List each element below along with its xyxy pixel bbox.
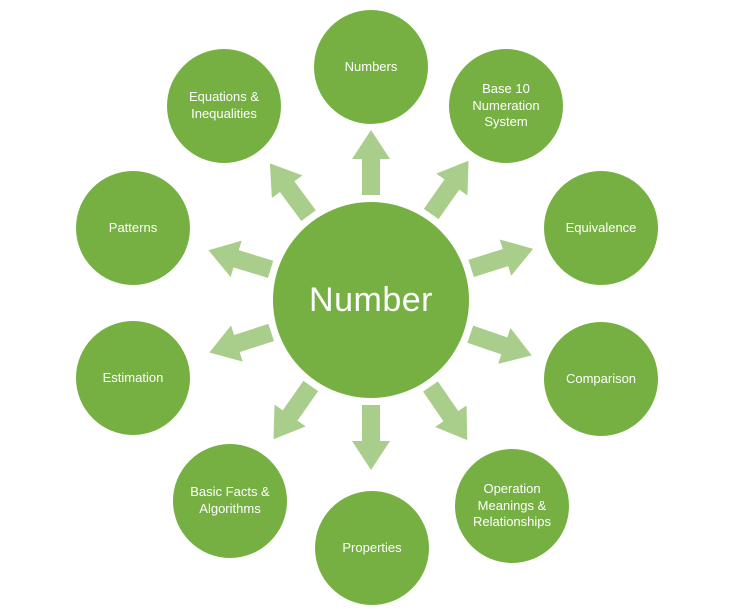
node-comparison: Comparison xyxy=(544,322,658,436)
node-estimation: Estimation xyxy=(76,321,190,435)
arrow-to-estimation-icon xyxy=(209,323,274,362)
arrow-to-basicfacts-icon xyxy=(273,380,319,440)
arrow-to-patterns-icon xyxy=(208,240,274,278)
node-properties: Properties xyxy=(315,491,429,605)
node-label: Equivalence xyxy=(565,219,637,235)
node-label: Equations & Inequalities xyxy=(188,89,260,121)
node-equations-inequalities: Equations & Inequalities xyxy=(167,49,281,163)
node-label: Base 10 Numeration System xyxy=(472,80,540,130)
node-label: Numbers xyxy=(344,58,398,74)
node-label: Patterns xyxy=(108,219,158,235)
node-numbers: Numbers xyxy=(314,10,428,124)
node-label: Operation Meanings & Relationships xyxy=(472,480,552,530)
arrow-to-properties-icon xyxy=(352,405,390,470)
arrow-to-numbers-icon xyxy=(352,130,390,195)
node-basic-facts-algorithms: Basic Facts & Algorithms xyxy=(173,444,287,558)
node-label: Estimation xyxy=(102,369,164,385)
node-label: Comparison xyxy=(565,370,637,386)
node-label: Basic Facts & Algorithms xyxy=(190,484,270,516)
node-patterns: Patterns xyxy=(76,171,190,285)
arrow-to-base10-icon xyxy=(423,160,469,220)
center-node-label: Number xyxy=(309,280,433,319)
arrow-to-operation-icon xyxy=(423,381,468,441)
node-label: Properties xyxy=(342,539,402,555)
node-equivalence: Equivalence xyxy=(544,171,658,285)
arrow-to-equations-icon xyxy=(269,163,316,221)
center-node-number: Number xyxy=(273,202,469,398)
node-operation-meanings-relationships: Operation Meanings & Relationships xyxy=(455,449,569,563)
arrow-to-equivalence-icon xyxy=(468,239,534,278)
node-base-10-numeration-system: Base 10 Numeration System xyxy=(449,49,563,163)
arrow-to-comparison-icon xyxy=(467,325,532,364)
